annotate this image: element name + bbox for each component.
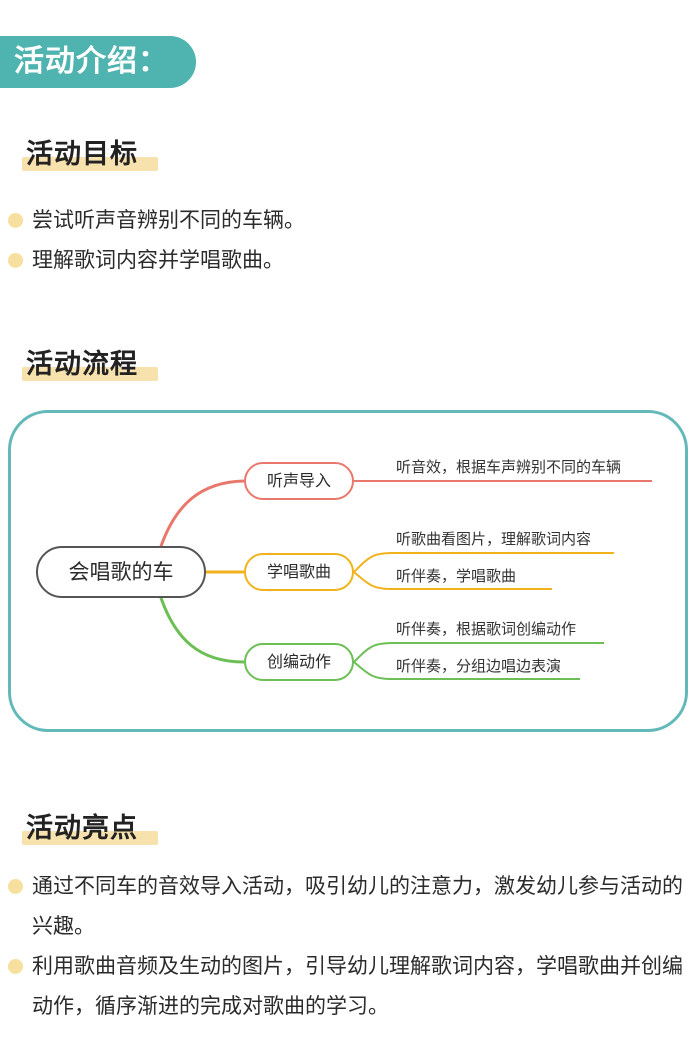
goals-list: 尝试听声音辨别不同的车辆。 理解歌词内容并学唱歌曲。 [0,200,700,280]
list-item: 通过不同车的音效导入活动，吸引幼儿的注意力，激发幼儿参与活动的兴趣。 [0,866,700,946]
mindmap-leaf: 听音效，根据车声辨别不同的车辆 [396,458,622,476]
mindmap-leaf: 听伴奏，分组边唱边表演 [396,657,562,675]
list-item: 利用歌曲音频及生动的图片，引导幼儿理解歌词内容，学唱歌曲并创编动作，循序渐进的完… [0,946,700,1026]
list-item: 理解歌词内容并学唱歌曲。 [0,240,700,280]
goal-text: 理解歌词内容并学唱歌曲。 [32,248,284,272]
mindmap-leaf: 听歌曲看图片，理解歌词内容 [396,530,592,548]
mindmap-frame [8,410,688,732]
mindmap-leaf: 听伴奏，学唱歌曲 [396,567,517,585]
page-header-title: 活动介绍： [0,36,196,88]
goals-title-text: 活动目标 [26,139,138,170]
goal-text: 尝试听声音辨别不同的车辆。 [32,208,305,232]
bullet-dot-icon [8,879,23,894]
process-section-title: 活动流程 [22,342,158,381]
highlights-title-text: 活动亮点 [26,813,138,844]
mindmap-branch-node: 学唱歌曲 [244,553,354,591]
bullet-dot-icon [8,959,23,974]
mindmap-root-node: 会唱歌的车 [36,546,206,598]
bullet-dot-icon [8,213,23,228]
list-item: 尝试听声音辨别不同的车辆。 [0,200,700,240]
mindmap-leaf: 听伴奏，根据歌词创编动作 [396,620,577,638]
mindmap-branch-node: 听声导入 [244,462,354,500]
goals-section-title: 活动目标 [22,132,158,171]
process-title-text: 活动流程 [26,349,138,380]
highlights-section-title: 活动亮点 [22,806,158,845]
mindmap-branch-node: 创编动作 [244,643,354,681]
highlight-text: 利用歌曲音频及生动的图片，引导幼儿理解歌词内容，学唱歌曲并创编动作，循序渐进的完… [32,954,683,1018]
highlight-text: 通过不同车的音效导入活动，吸引幼儿的注意力，激发幼儿参与活动的兴趣。 [32,874,683,938]
highlights-list: 通过不同车的音效导入活动，吸引幼儿的注意力，激发幼儿参与活动的兴趣。 利用歌曲音… [0,866,700,1026]
bullet-dot-icon [8,253,23,268]
